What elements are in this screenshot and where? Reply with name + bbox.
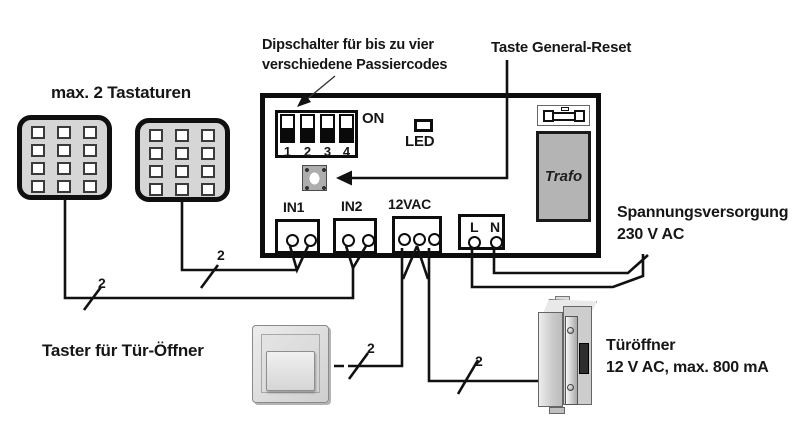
cable-slash-button bbox=[347, 352, 370, 380]
terminal-screw bbox=[304, 234, 317, 247]
reset-button bbox=[302, 165, 327, 191]
wire-12vac-to-opener bbox=[427, 248, 538, 383]
keypad-key bbox=[149, 183, 163, 196]
terminal-screw bbox=[342, 234, 355, 247]
keypad-key bbox=[31, 180, 45, 193]
terminal-l-label: L bbox=[470, 219, 479, 235]
keypad-key bbox=[149, 165, 163, 178]
wire-count-marker-opener: 2 bbox=[475, 353, 483, 369]
keypad-key bbox=[201, 183, 215, 196]
dip-number-3: 3 bbox=[323, 144, 332, 159]
dip-annotation-line1: Dipschalter für bis zu vier bbox=[262, 37, 434, 53]
dip-on-label: ON bbox=[362, 110, 385, 127]
keypad-key bbox=[201, 129, 215, 142]
keypad-key bbox=[83, 144, 97, 157]
terminal-screw bbox=[362, 234, 375, 247]
fuse-notch bbox=[561, 107, 569, 111]
transformer-label: Trafo bbox=[544, 168, 583, 185]
dip-number-4: 4 bbox=[342, 144, 351, 159]
dip-slider bbox=[282, 116, 293, 128]
keypad-key bbox=[57, 162, 71, 175]
terminal-12vac-label: 12VAC bbox=[388, 196, 432, 212]
dip-slider bbox=[302, 116, 313, 128]
keypads-title: max. 2 Tastaturen bbox=[51, 83, 191, 102]
keypad-key bbox=[83, 162, 97, 175]
keypad-key bbox=[175, 147, 189, 160]
fuse-cap-left bbox=[543, 110, 554, 122]
dip-switch-3 bbox=[320, 114, 335, 143]
terminal-screw bbox=[468, 236, 481, 249]
opener-foot bbox=[549, 407, 565, 414]
keypad-key bbox=[83, 126, 97, 139]
dip-annotation-line2: verschiedene Passiercodes bbox=[262, 57, 448, 73]
door-button-switch bbox=[252, 325, 329, 403]
keypad-key bbox=[175, 165, 189, 178]
terminal-n-label: N bbox=[490, 219, 501, 235]
keypad-key bbox=[149, 147, 163, 160]
led-label: LED bbox=[405, 133, 435, 150]
opener-latch-plate bbox=[565, 316, 578, 405]
keypad-key bbox=[31, 144, 45, 157]
keypad-key bbox=[175, 183, 189, 196]
keypad-key bbox=[149, 129, 163, 142]
transformer: Trafo bbox=[536, 131, 591, 222]
keypad-key bbox=[57, 126, 71, 139]
terminal-screw bbox=[286, 234, 299, 247]
opener-screw bbox=[567, 384, 574, 391]
opener-latch-slot bbox=[579, 343, 589, 374]
keypad-key bbox=[83, 180, 97, 193]
keypad-key bbox=[201, 165, 215, 178]
dip-switch-4 bbox=[339, 114, 354, 143]
power-label-line1: Spannungsversorgung bbox=[617, 204, 789, 221]
keypad-key bbox=[57, 144, 71, 157]
dip-slider bbox=[341, 116, 352, 128]
dip-number-2: 2 bbox=[303, 144, 312, 159]
dip-switch-2 bbox=[300, 114, 315, 143]
opener-left-face bbox=[538, 312, 563, 407]
fuse-cap-right bbox=[574, 110, 585, 122]
power-label-line2: 230 V AC bbox=[617, 226, 685, 243]
led-indicator bbox=[414, 119, 433, 132]
terminal-in2 bbox=[333, 218, 377, 254]
keypad-key bbox=[31, 162, 45, 175]
wire-count-marker-button: 2 bbox=[367, 340, 375, 356]
keypad-2 bbox=[135, 118, 230, 202]
switch-rocker bbox=[266, 351, 315, 391]
door-opener-label-line1: Türöffner bbox=[606, 337, 676, 354]
door-opener bbox=[534, 296, 600, 416]
door-opener-label-line2: 12 V AC, max. 800 mA bbox=[606, 359, 769, 376]
terminal-screw bbox=[413, 233, 426, 246]
keypad-key bbox=[201, 147, 215, 160]
dip-switch-1 bbox=[280, 114, 295, 143]
reset-annotation: Taste General-Reset bbox=[491, 39, 632, 56]
dip-switch-block: 1 2 3 4 bbox=[275, 110, 358, 159]
terminal-screw bbox=[490, 236, 503, 249]
terminal-screw bbox=[428, 233, 441, 246]
terminal-ln: L N bbox=[458, 214, 505, 250]
wire-count-marker-keypad1: 2 bbox=[98, 275, 106, 291]
keypad-key bbox=[57, 180, 71, 193]
terminal-in1-label: IN1 bbox=[283, 199, 305, 215]
terminal-12vac bbox=[392, 216, 442, 254]
terminal-in1 bbox=[275, 219, 320, 254]
fuse-body bbox=[546, 112, 582, 121]
dip-number-1: 1 bbox=[283, 144, 292, 159]
opener-screw bbox=[567, 327, 574, 334]
cable-slash-keypad2 bbox=[199, 264, 220, 289]
terminal-in2-label: IN2 bbox=[341, 198, 363, 214]
keypad-1 bbox=[17, 115, 112, 200]
terminal-screw bbox=[398, 233, 411, 246]
wire-count-marker-keypad2: 2 bbox=[217, 247, 225, 263]
dip-slider bbox=[322, 116, 333, 128]
fuse bbox=[537, 105, 590, 126]
keypad-key bbox=[175, 129, 189, 142]
door-button-label: Taster für Tür-Öffner bbox=[42, 341, 204, 360]
keypad-key bbox=[31, 126, 45, 139]
